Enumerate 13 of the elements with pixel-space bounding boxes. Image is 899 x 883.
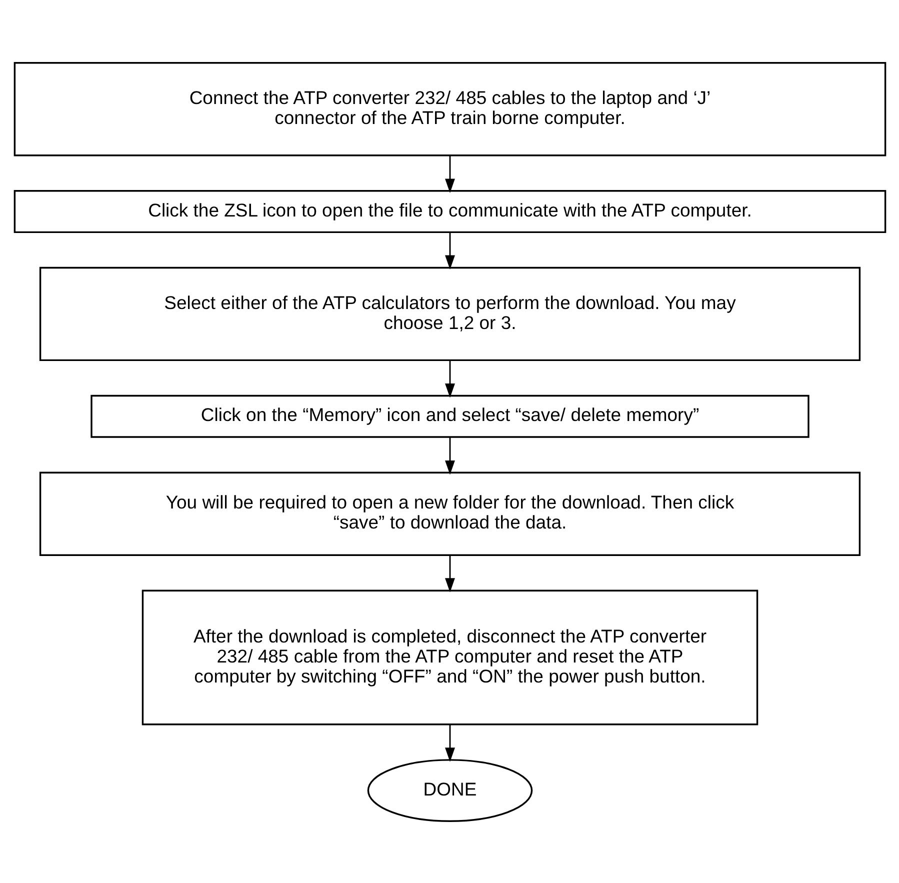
node-box: Click the ZSL icon to open the file to communicate with the ATP computer. [13,190,886,233]
arrow [444,360,454,398]
arrow [444,232,454,270]
arrow [444,436,454,474]
node-box: Connect the ATP converter 232/ 485 cables to the laptop and ‘J’ connector of the ATP train borne computer. [13,62,886,156]
node-box: After the download is completed, disconnect the ATP converter 232/ 485 cable from the ATP computer and reset the ATP computer by switching “OFF” and “ON” the power push button. [141,589,758,725]
arrow [444,155,454,192]
node-box: Click on the “Memory” icon and select “save/ delete memory” [90,394,809,438]
arrow [444,724,454,762]
node-box: You will be required to open a new folder for the download. Then click “save” to download the data. [38,471,860,556]
node-ellipse: DONE [366,758,532,822]
arrow [444,554,454,592]
node-box: Select either of the ATP calculators to perform the download. You may choose 1,2 or 3. [38,266,860,361]
